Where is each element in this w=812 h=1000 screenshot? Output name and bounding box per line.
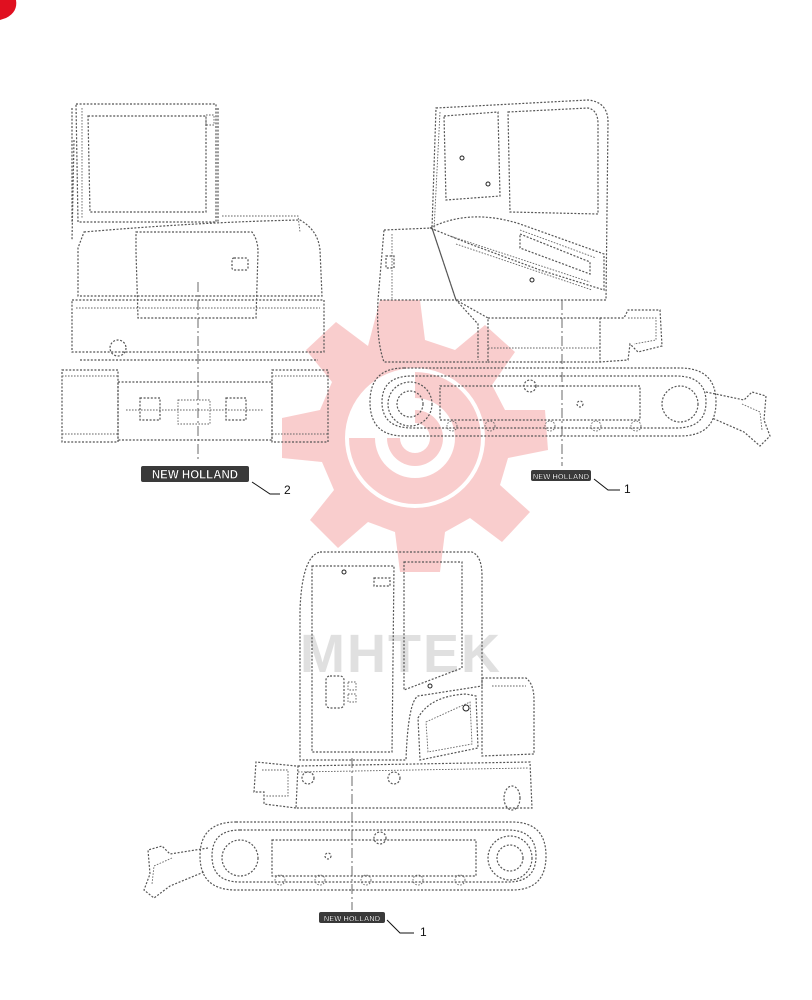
rear-view [61,103,329,462]
decal-item-2: NEW HOLLAND 2 [141,466,291,497]
right-side-view [369,99,771,466]
corner-mark-icon [0,0,17,20]
callout-number: 1 [624,482,631,496]
decal-label: NEW HOLLAND [533,472,590,481]
decal-item-1-right: NEW HOLLAND 1 [531,470,631,496]
left-side-view [143,551,547,910]
callout-number: 2 [284,483,291,497]
decal-label: NEW HOLLAND [324,914,381,923]
decal-item-1-bottom: NEW HOLLAND 1 [319,912,427,939]
watermark-text: MHTEK [300,624,502,684]
callout-number: 1 [420,925,427,939]
decal-label: NEW HOLLAND [152,470,238,482]
gear-watermark-icon [282,300,548,572]
